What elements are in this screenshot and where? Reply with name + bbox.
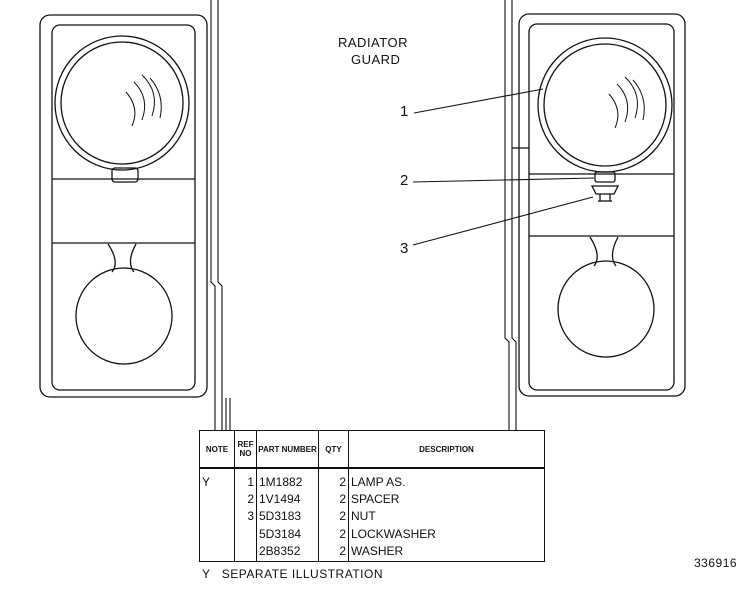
row-part-number: 5D3183 xyxy=(256,509,319,527)
row-ref: 3 xyxy=(234,509,257,527)
row-part-number: 5D3184 xyxy=(256,526,319,544)
row-ref xyxy=(234,543,257,562)
row-description: NUT xyxy=(348,509,545,527)
left-lamp-mount xyxy=(111,167,139,183)
header-description: DESCRIPTION xyxy=(348,430,545,469)
right-lamp-assembly xyxy=(512,13,686,397)
right-lamp-spacer-nut xyxy=(590,171,620,202)
row-part-number: 1V1494 xyxy=(256,492,319,510)
row-qty: 2 xyxy=(318,526,349,544)
header-qty: QTY xyxy=(318,430,349,469)
table-row: 3 5D3183 2 NUT xyxy=(199,509,545,527)
row-note xyxy=(199,492,235,510)
header-ref-no: REF NO xyxy=(234,430,257,469)
footnote: Y SEPARATE ILLUSTRATION xyxy=(202,567,383,581)
row-part-number: 1M1882 xyxy=(256,468,319,493)
figure-number: 336916 xyxy=(694,556,738,570)
callout-1: 1 xyxy=(400,103,409,120)
table-row: 2 1V1494 2 SPACER xyxy=(199,492,545,510)
row-part-number: 2B8352 xyxy=(256,543,319,562)
left-upper-lamp-lens xyxy=(54,35,190,171)
row-qty: 2 xyxy=(318,543,349,562)
callout-3: 3 xyxy=(400,240,409,257)
row-qty: 2 xyxy=(318,468,349,493)
table-row: 5D3184 2 LOCKWASHER xyxy=(199,526,545,544)
row-ref xyxy=(234,526,257,544)
left-lamp-assembly xyxy=(39,14,208,398)
row-ref: 2 xyxy=(234,492,257,510)
row-note xyxy=(199,543,235,562)
frame-rails xyxy=(210,0,517,430)
row-note xyxy=(199,509,235,527)
row-description: WASHER xyxy=(348,543,545,562)
left-lower-lamp xyxy=(75,243,173,365)
row-note xyxy=(199,526,235,544)
row-qty: 2 xyxy=(318,492,349,510)
row-description: LAMP AS. xyxy=(348,468,545,493)
row-description: SPACER xyxy=(348,492,545,510)
row-ref: 1 xyxy=(234,468,257,493)
table-row: Y 1 1M1882 2 LAMP AS. xyxy=(199,468,545,493)
diagram-title-line-2: GUARD xyxy=(351,52,401,67)
right-lower-lamp xyxy=(557,236,655,358)
table-row: 2B8352 2 WASHER xyxy=(199,543,545,562)
row-description: LOCKWASHER xyxy=(348,526,545,544)
parts-list-table: NOTE REF NO PART NUMBER QTY DESCRIPTION … xyxy=(199,430,545,562)
row-qty: 2 xyxy=(318,509,349,527)
header-note: NOTE xyxy=(199,430,235,469)
diagram-title-line-1: RADIATOR xyxy=(338,35,408,50)
right-upper-lamp-lens xyxy=(537,37,673,173)
callout-2: 2 xyxy=(400,172,409,189)
row-note: Y xyxy=(199,468,235,493)
header-part-number: PART NUMBER xyxy=(256,430,319,469)
leader-lines xyxy=(412,88,595,246)
table-header-row: NOTE REF NO PART NUMBER QTY DESCRIPTION xyxy=(199,430,545,469)
